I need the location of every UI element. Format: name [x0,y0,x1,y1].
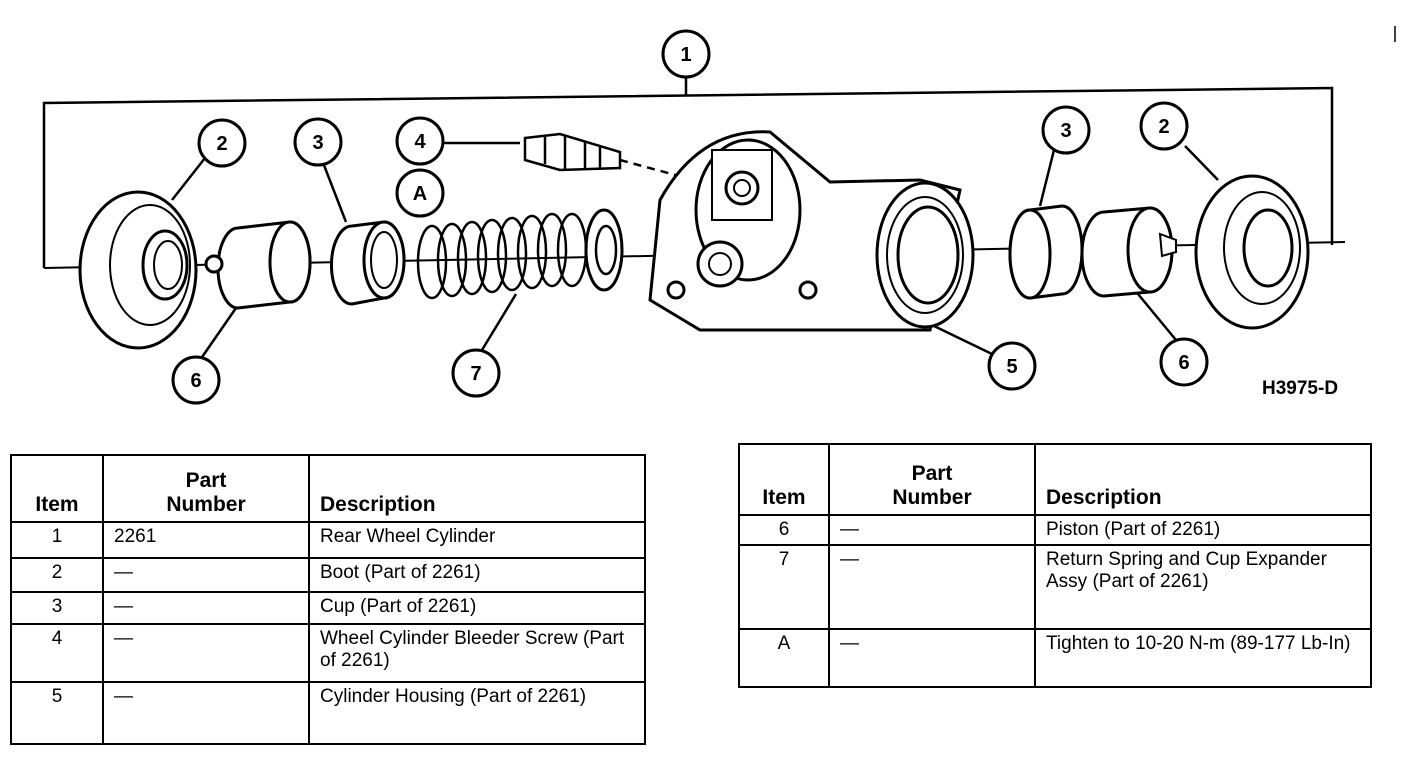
parts-table-left: Item Part Number Description 1 2261 Rear… [10,454,646,745]
description-cell: Piston (Part of 2261) [1034,514,1372,546]
table-row: 5 — Cylinder Housing (Part of 2261) [10,681,646,745]
description-cell: Rear Wheel Cylinder [308,521,646,559]
piston-left [204,220,312,310]
boot-right [1194,174,1310,330]
figure-id: H3975-D [1262,378,1339,399]
callout-label: 3 [1060,120,1071,142]
assembly-bracket [42,86,1334,268]
part-number-cell: — [102,591,310,625]
part-number-cell: — [828,628,1036,688]
callout-label: 3 [312,132,323,154]
table-row: 2 — Boot (Part of 2261) [10,557,646,593]
item-cell: 1 [10,521,104,559]
table-row: 4 — Wheel Cylinder Bleeder Screw (Part o… [10,623,646,683]
parts-table-right: Item Part Number Description 6 — Piston … [738,443,1372,688]
item-cell: 6 [738,514,830,546]
callout-label: 6 [1178,352,1189,374]
callout-label: 7 [470,363,481,385]
callout-label: 5 [1006,356,1017,378]
cup-left [329,220,406,306]
part-number-cell: — [828,544,1036,630]
part-number-cell: — [102,557,310,593]
header-description: Description [1034,443,1372,516]
table-row: A — Tighten to 10-20 N-m (89-177 Lb-In) [738,628,1372,688]
bleeder-screw [523,132,717,188]
table-header-row: Item Part Number Description [738,443,1372,516]
callout-label: 1 [680,44,691,66]
part-number-cell: — [102,623,310,683]
header-part-line1: Part [911,462,953,485]
callout-label: 2 [1158,116,1169,138]
header-item: Item [738,443,830,516]
part-number-cell: — [828,514,1036,546]
description-cell: Return Spring and Cup Expander Assy (Par… [1034,544,1372,630]
table-header-row: Item Part Number Description [10,454,646,523]
header-description: Description [308,454,646,523]
cylinder-housing [648,130,975,332]
item-cell: 7 [738,544,830,630]
header-part-line1: Part [185,469,227,492]
callout-label: 2 [216,133,227,155]
description-cell: Tighten to 10-20 N-m (89-177 Lb-In) [1034,628,1372,688]
header-part-line2: Number [166,493,246,516]
item-cell: 3 [10,591,104,625]
item-cell: A [738,628,830,688]
item-cell: 4 [10,623,104,683]
cup-right [1008,204,1084,300]
part-number-cell: — [102,681,310,745]
piston-right [1080,206,1177,298]
header-part-number: Part Number [828,443,1036,516]
header-item: Item [10,454,104,523]
item-cell: 5 [10,681,104,745]
header-part-number: Part Number [102,454,310,523]
exploded-view-diagram: 1 2 3 4 A 2 3 6 7 5 6 [42,26,1396,405]
description-cell: Cup (Part of 2261) [308,591,646,625]
description-cell: Wheel Cylinder Bleeder Screw (Part of 22… [308,623,646,683]
header-part-line2: Number [892,486,972,509]
table-row: 3 — Cup (Part of 2261) [10,591,646,625]
table-row: 7 — Return Spring and Cup Expander Assy … [738,544,1372,630]
part-number-cell: 2261 [102,521,310,559]
table-row: 1 2261 Rear Wheel Cylinder [10,521,646,559]
description-cell: Cylinder Housing (Part of 2261) [308,681,646,745]
boot-left [78,190,198,350]
return-spring [416,208,624,300]
description-cell: Boot (Part of 2261) [308,557,646,593]
item-cell: 2 [10,557,104,593]
table-row: 6 — Piston (Part of 2261) [738,514,1372,546]
callout-label: 6 [190,370,201,392]
callout-label: A [413,183,427,205]
callout-label: 4 [414,131,426,153]
